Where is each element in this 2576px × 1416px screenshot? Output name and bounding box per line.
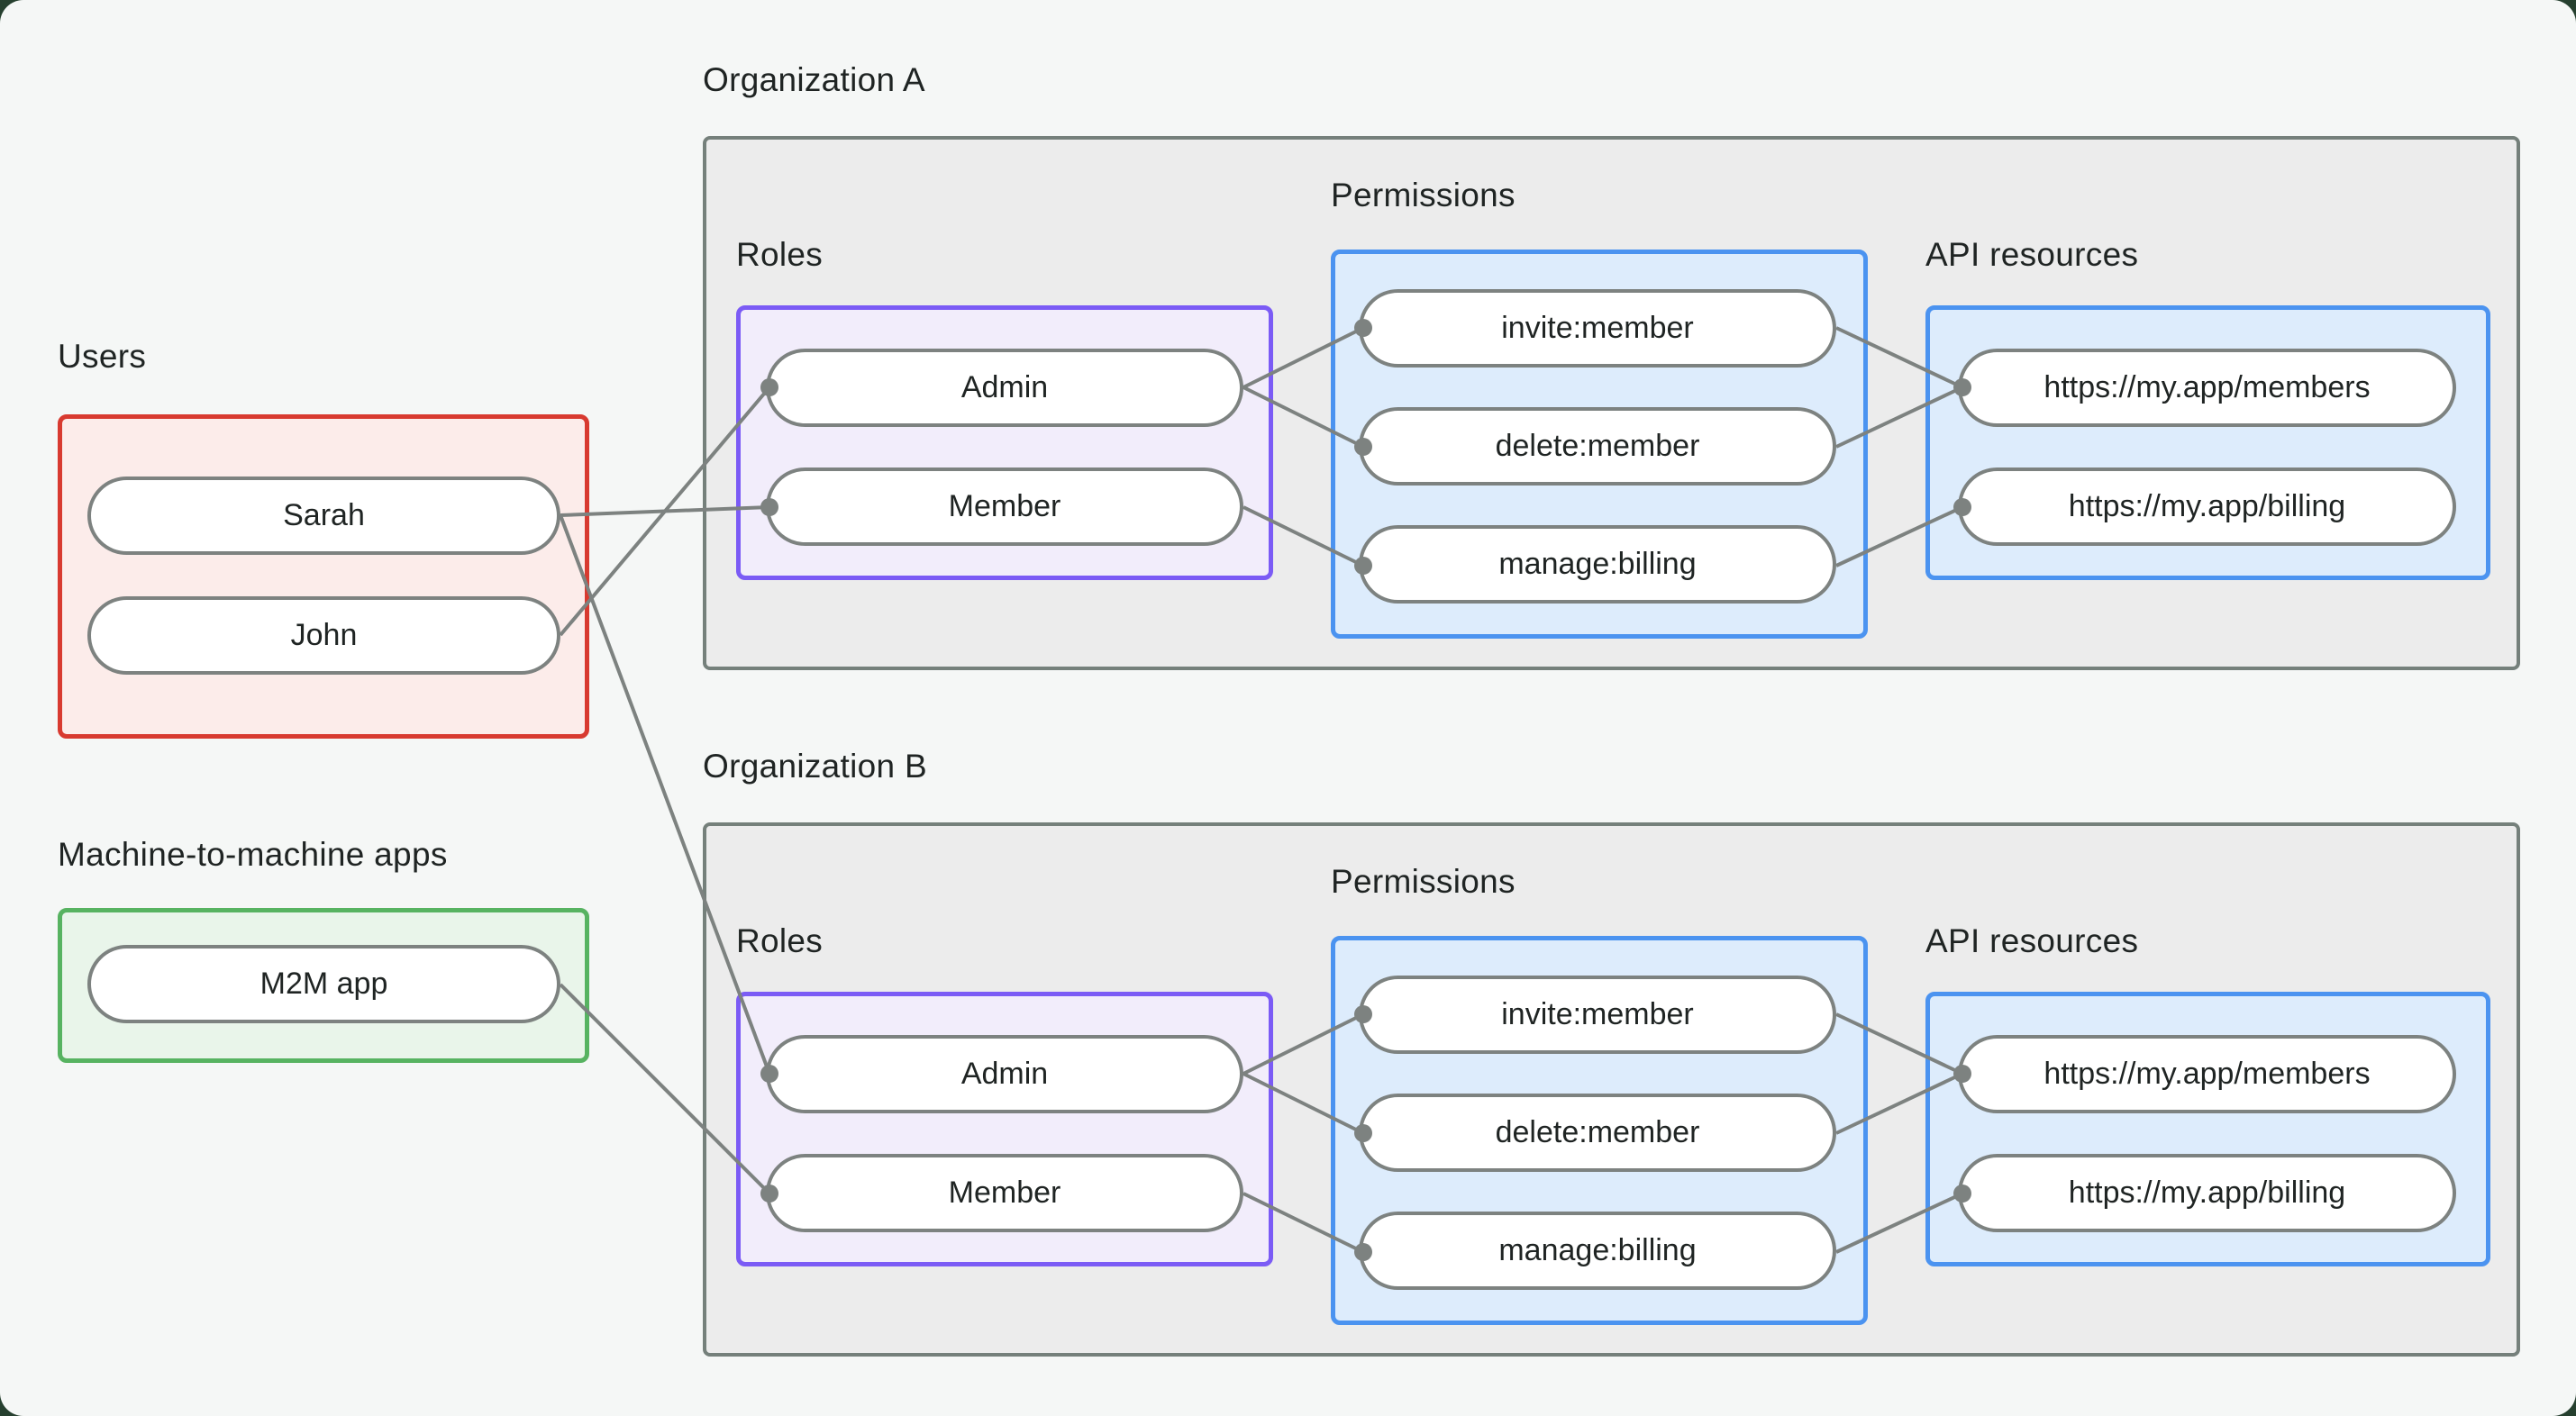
org-b-api-title: API resources	[1925, 922, 2139, 959]
org-a-api-members: https://my.app/members	[1958, 349, 2456, 427]
org-b-title: Organization B	[703, 748, 927, 785]
org-a-permission-invite-member: invite:member	[1359, 289, 1836, 368]
org-a-permissions-title: Permissions	[1331, 177, 1516, 213]
org-a-roles-title: Roles	[736, 236, 824, 273]
user-node-sarah: Sarah	[87, 477, 560, 555]
org-b-role-admin: Admin	[766, 1035, 1243, 1113]
org-a-role-member: Member	[766, 467, 1243, 546]
org-b-roles-title: Roles	[736, 922, 824, 959]
m2m-node-app: M2M app	[87, 945, 560, 1023]
org-b-api-billing: https://my.app/billing	[1958, 1154, 2456, 1232]
org-a-permission-manage-billing: manage:billing	[1359, 525, 1836, 604]
org-b-permission-invite-member: invite:member	[1359, 976, 1836, 1054]
org-b-permissions-title: Permissions	[1331, 863, 1516, 900]
org-a-permission-delete-member: delete:member	[1359, 407, 1836, 486]
org-b-api-members: https://my.app/members	[1958, 1035, 2456, 1113]
org-a-api-billing: https://my.app/billing	[1958, 467, 2456, 546]
m2m-section-title: Machine-to-machine apps	[58, 836, 448, 873]
org-b-role-member: Member	[766, 1154, 1243, 1232]
user-node-john: John	[87, 596, 560, 675]
org-b-permission-delete-member: delete:member	[1359, 1094, 1836, 1172]
org-a-title: Organization A	[703, 61, 925, 98]
users-group-box	[58, 414, 589, 739]
org-a-role-admin: Admin	[766, 349, 1243, 427]
org-b-permission-manage-billing: manage:billing	[1359, 1212, 1836, 1290]
users-section-title: Users	[58, 338, 147, 375]
org-a-api-title: API resources	[1925, 236, 2139, 273]
